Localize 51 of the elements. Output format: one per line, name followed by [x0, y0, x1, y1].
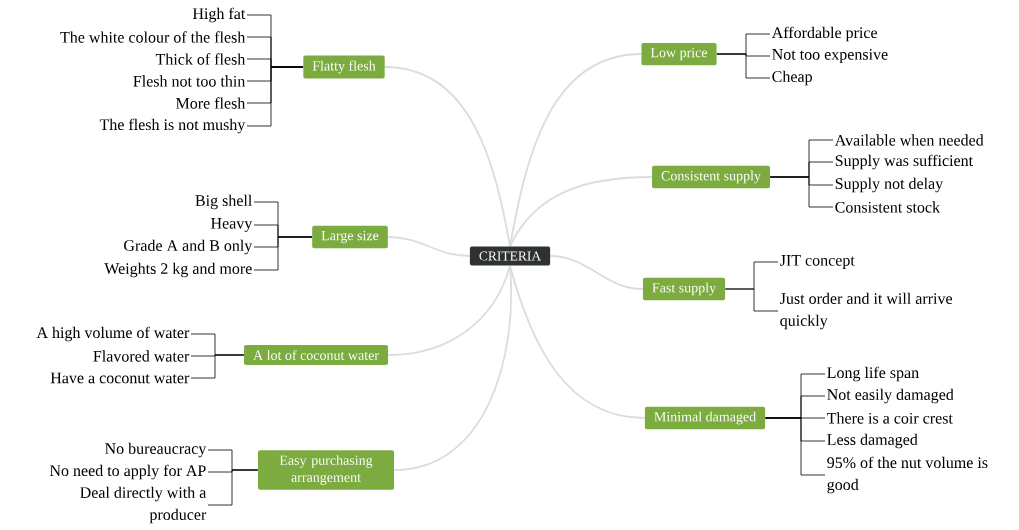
leaf-text: Not too expensive: [772, 49, 888, 63]
category-box: Flatty flesh: [303, 55, 385, 79]
leaf-text: Supply was sufficient: [835, 154, 973, 170]
leaf-text: Flesh not too thin: [133, 75, 246, 87]
leaf-text: High fat: [192, 7, 246, 23]
leaf-text: More flesh: [176, 97, 246, 109]
leaf-text: A high volume of water: [36, 326, 190, 342]
leaf-text: Weights 2 kg and more: [104, 262, 252, 278]
category-box: Low price: [641, 42, 717, 66]
bracket-line: [724, 288, 779, 312]
bracket-line: [764, 417, 826, 476]
leaf-text: Have a coconut water: [50, 372, 190, 384]
center-box: CRITERIA: [469, 246, 551, 266]
leaf-text: Consistent stock: [835, 201, 941, 213]
branch-curve: [387, 236, 471, 257]
branch-curve: [509, 264, 646, 419]
leaf-text: 95% of the nut volume is good: [827, 456, 988, 494]
leaf-text: Flavored water: [93, 350, 190, 362]
category-box: Minimal damaged: [644, 406, 766, 430]
leaf-text: The flesh is not mushy: [99, 118, 246, 134]
bracket-line: [769, 176, 834, 208]
leaf-text: Less damaged: [827, 433, 918, 449]
branch-curve: [509, 176, 653, 248]
leaf-text: Heavy: [211, 218, 253, 232]
leaf-text: Not easily damaged: [827, 388, 954, 404]
bracket-line: [190, 354, 245, 379]
leaf-text: Grade A and B only: [124, 239, 253, 255]
leaf-text: Thick of flesh: [155, 53, 246, 65]
leaf-text: Supply not delay: [835, 177, 944, 193]
category-box: Easy purchasing arrangement: [258, 450, 394, 490]
bracket-line: [716, 53, 771, 79]
leaf-text: Affordable price: [771, 26, 877, 42]
bracket-line: [246, 66, 304, 127]
leaf-text: Long life span: [827, 366, 919, 382]
leaf-text: Just order and it will arrive quickly: [780, 292, 952, 330]
bracket-line: [253, 236, 313, 271]
category-box: Consistent supply: [652, 165, 770, 189]
leaf-text: Available when needed: [834, 134, 984, 146]
leaf-text: There is a coir crest: [827, 412, 953, 424]
leaf-text: JIT concept: [780, 255, 855, 269]
category-box: A lot of coconut water: [244, 345, 388, 365]
leaf-text: No bureaucracy: [105, 442, 207, 458]
branch-curve: [549, 255, 644, 290]
leaf-text: No need to apply for AP: [49, 464, 206, 480]
category-box: Fast supply: [642, 277, 726, 301]
leaf-text: Big shell: [195, 194, 252, 210]
bracket-line: [207, 469, 259, 506]
leaf-text: The white colour of the flesh: [60, 31, 246, 43]
category-box: Large size: [312, 225, 388, 249]
leaf-text: Deal directly with a producer: [80, 486, 207, 524]
leaf-text: Cheap: [772, 70, 812, 86]
